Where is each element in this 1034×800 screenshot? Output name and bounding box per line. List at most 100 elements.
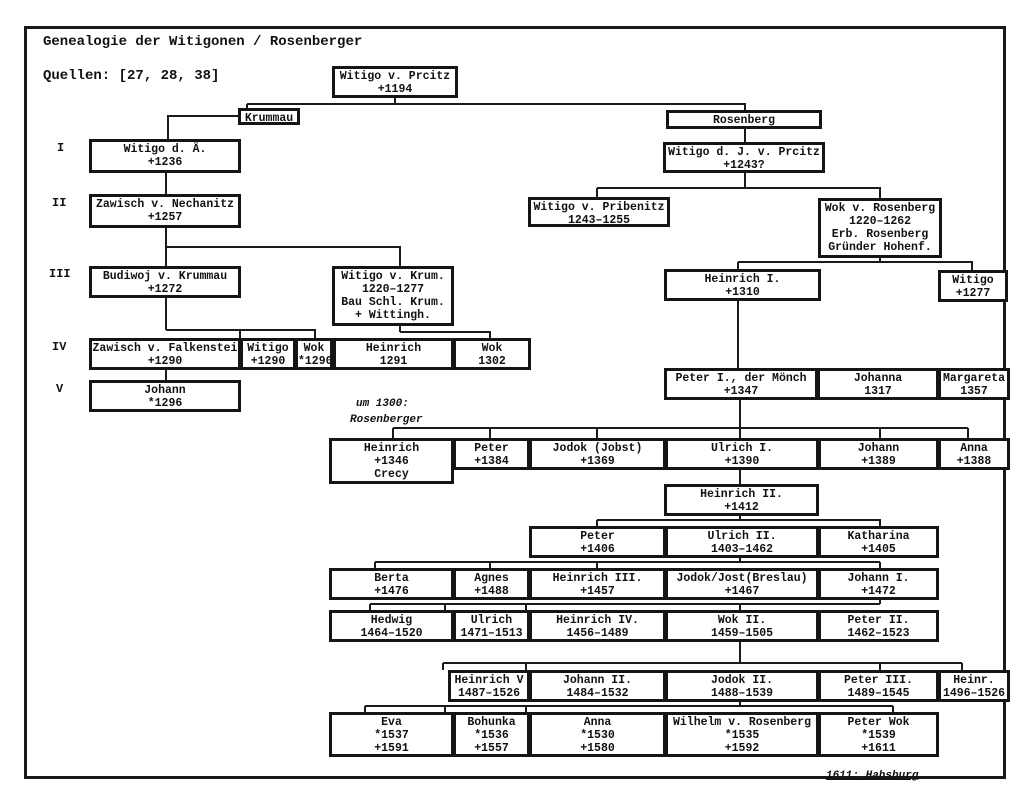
person-box-heinrich3: Heinrich III.+1457 <box>529 568 666 600</box>
person-box-peter2: Peter II.1462–1523 <box>818 610 939 642</box>
person-box-line: 1487–1526 <box>457 687 521 700</box>
person-box-zawisch-n: Zawisch v. Nechanitz+1257 <box>89 194 241 228</box>
person-box-line: +1194 <box>377 83 413 96</box>
person-box-peter1: Peter I., der Mönch+1347 <box>664 368 818 400</box>
person-box-line: Agnes <box>474 572 509 585</box>
person-box-line: 1357 <box>960 385 988 398</box>
person-box-jodok: Jodok (Jobst)+1369 <box>529 438 666 470</box>
person-box-line: Peter III. <box>843 674 913 687</box>
person-box-line: *1535 <box>724 729 760 742</box>
person-box-katharina: Katharina+1405 <box>818 526 939 558</box>
person-box-line: +1388 <box>956 455 992 468</box>
generation-label: II <box>52 196 67 210</box>
person-box-line: *1296 <box>147 397 183 410</box>
person-box-line: Heinrich III. <box>552 572 643 585</box>
person-box-johann2: Johann II.1484–1532 <box>529 670 666 702</box>
person-box-heinrich1: Heinrich I.+1310 <box>664 269 821 301</box>
person-box-heinrich2: Heinrich II.+1412 <box>664 484 819 516</box>
person-box-wok2: Wok II.1459–1505 <box>665 610 819 642</box>
person-box-krummau: Krummau <box>238 108 300 125</box>
person-box-line: +1347 <box>723 385 759 398</box>
person-box-line: + Wittingh. <box>355 309 431 322</box>
person-box-line: Eva <box>381 716 402 729</box>
person-box-line: 1403–1462 <box>710 543 774 556</box>
generation-label: I <box>57 141 65 155</box>
person-box-line: Budiwoj v. Krummau <box>102 270 228 283</box>
person-box-line: 1496–1526 <box>942 687 1006 700</box>
person-box-agnes: Agnes+1488 <box>453 568 530 600</box>
person-box-line: Katharina <box>847 530 910 543</box>
person-box-line: Ulrich <box>470 614 513 627</box>
person-box-witigo-dj: Witigo d. J. v. Prcitz+1243? <box>663 142 825 173</box>
person-box-line: *1537 <box>374 729 409 742</box>
person-box-budiwoj: Budiwoj v. Krummau+1272 <box>89 266 241 298</box>
person-box-line: +1405 <box>861 543 896 556</box>
person-box-line: +1290 <box>147 355 183 368</box>
person-box-line: Anna <box>583 716 612 729</box>
person-box-line: Jodok/Jost(Breslau) <box>676 572 808 585</box>
person-box-line: Erb. Rosenberg <box>831 228 929 241</box>
person-box-line: Margareta <box>942 372 1006 385</box>
person-box-line: Berta <box>374 572 409 585</box>
person-box-line: Johanna <box>853 372 903 385</box>
person-box-line: Zawisch v. Nechanitz <box>95 198 235 211</box>
person-box-line: Heinrich II. <box>700 488 783 501</box>
person-box-line: +1369 <box>580 455 615 468</box>
person-box-line: +1236 <box>147 156 183 169</box>
note-rosenberger: Rosenberger <box>350 414 423 426</box>
person-box-line: Heinrich <box>363 442 420 455</box>
person-box-line: +1310 <box>725 286 760 299</box>
person-box-johann1: Johann I.+1472 <box>818 568 939 600</box>
person-box-line: Johann <box>857 442 900 455</box>
person-box-heinr: Heinr.1496–1526 <box>938 670 1010 702</box>
person-box-line: Krummau <box>244 112 294 125</box>
person-box-line: Peter <box>580 530 615 543</box>
person-box-line: +1390 <box>724 455 760 468</box>
person-box-line: *1290 <box>298 355 333 368</box>
person-box-line: Wok <box>481 342 503 355</box>
person-box-line: Wok II. <box>717 614 767 627</box>
person-box-line: Witigo d. J. v. Prcitz <box>668 146 820 159</box>
person-box-line: 1459–1505 <box>710 627 774 640</box>
person-box-line: Gründer Hohenf. <box>828 241 932 254</box>
person-box-root: Witigo v. Prcitz+1194 <box>332 66 458 98</box>
person-box-line: Zawisch v. Falkenstei <box>92 342 238 355</box>
person-box-line: Peter <box>474 442 509 455</box>
person-box-witigo1277: Witigo+1277 <box>938 270 1008 302</box>
person-box-line: +1272 <box>147 283 183 296</box>
person-box-berta: Berta+1476 <box>329 568 454 600</box>
person-box-line: Peter Wok <box>847 716 910 729</box>
person-box-line: 1464–1520 <box>360 627 423 640</box>
person-box-line: Witigo <box>952 274 994 287</box>
person-box-line: +1457 <box>580 585 615 598</box>
person-box-line: Ulrich I. <box>710 442 774 455</box>
person-box-line: Wok v. Rosenberg <box>824 202 936 215</box>
person-box-line: 1488–1539 <box>710 687 774 700</box>
person-box-line: *1539 <box>861 729 896 742</box>
person-box-line: Witigo v. Prcitz <box>339 70 451 83</box>
person-box-witigo-da: Witigo d. Ä.+1236 <box>89 139 241 173</box>
person-box-witigo1290: Witigo+1290 <box>240 338 296 370</box>
diagram-frame <box>24 26 1006 779</box>
person-box-line: 1462–1523 <box>847 627 910 640</box>
diagram-title: Genealogie der Witigonen / Rosenberger <box>43 34 363 50</box>
person-box-wok1290: Wok*1290 <box>295 338 333 370</box>
sources: Quellen: [27, 28, 38] <box>43 68 220 84</box>
person-box-bohunka: Bohunka*1536+1557 <box>453 712 530 757</box>
person-box-jodok2: Jodok II.1488–1539 <box>665 670 819 702</box>
person-box-line: 1220–1277 <box>361 283 425 296</box>
person-box-wilhelm: Wilhelm v. Rosenberg*1535+1592 <box>665 712 819 757</box>
person-box-line: 1484–1532 <box>566 687 629 700</box>
person-box-eva: Eva*1537+1591 <box>329 712 454 757</box>
person-box-line: Witigo d. Ä. <box>123 143 207 156</box>
